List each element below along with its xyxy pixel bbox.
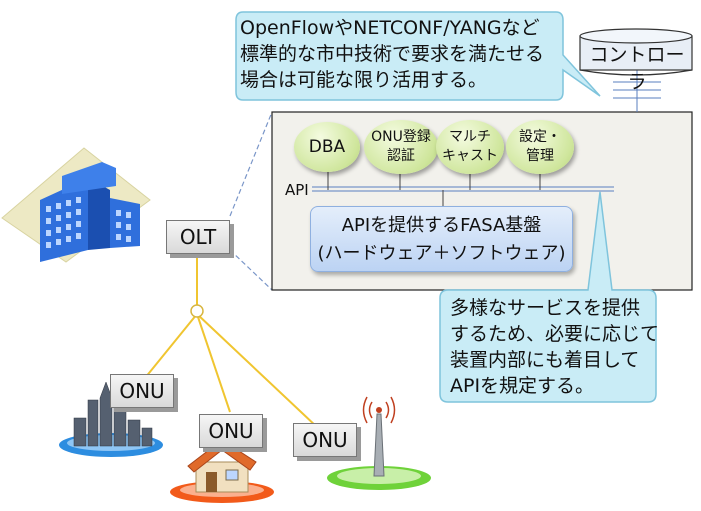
zoom-line-top <box>229 111 273 217</box>
onu-box-city: ONU <box>110 374 174 408</box>
callout-bottom-text: 多様なサービスを提供 するため、必要に応じて 装置内部にも着目して APIを規定… <box>450 297 660 397</box>
callout-top-shape <box>235 11 601 101</box>
controller-label: コントローラ <box>589 44 685 93</box>
antenna-icon <box>327 396 431 490</box>
onu-box-antenna: ONU <box>293 423 357 457</box>
fasa-platform: APIを提供するFASA基盤 (ハードウェア＋ソフトウェア) <box>310 206 573 272</box>
zoom-line-bottom <box>229 249 273 291</box>
controller-cylinder <box>579 28 693 76</box>
function-onu-auth: ONU登録認証 <box>364 120 438 174</box>
function-multicast: マルチキャスト <box>436 120 504 174</box>
city-icon <box>59 381 163 457</box>
function-dba: DBA <box>294 122 360 172</box>
house-icon <box>170 439 274 503</box>
pon-tree <box>144 252 319 429</box>
function-config: 設定・管理 <box>506 120 574 174</box>
onu-box-house: ONU <box>199 414 263 448</box>
callout-top-text: OpenFlowやNETCONF/YANGなど 標準的な市中技術で要求を満たせる… <box>240 17 545 91</box>
api-label: API <box>285 181 309 199</box>
building-icon <box>1 147 151 263</box>
olt-box: OLT <box>166 220 230 254</box>
splitter-icon <box>190 304 204 318</box>
callout-bottom-shape <box>439 191 657 403</box>
